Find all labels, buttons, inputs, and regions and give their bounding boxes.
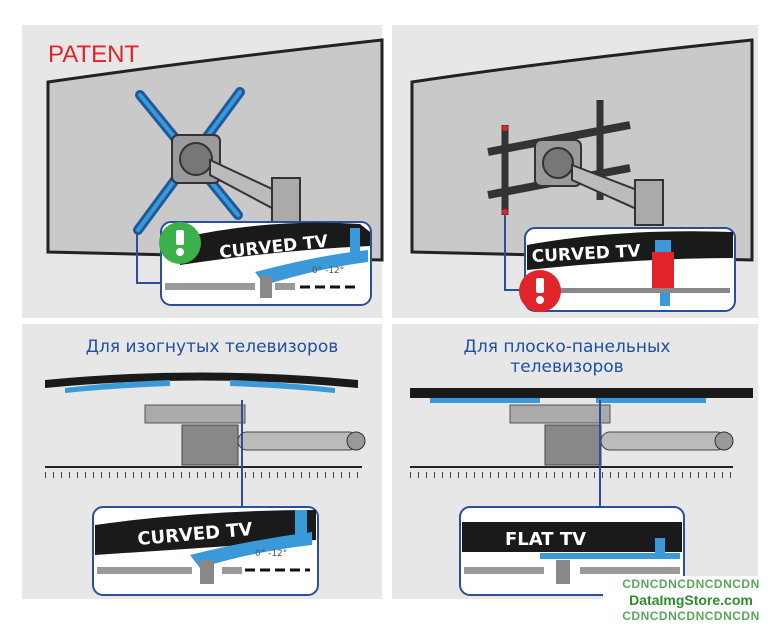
banner-text: FLAT TV bbox=[505, 529, 586, 550]
watermark-line1: CDNCDNCDNCDNCDN bbox=[622, 577, 760, 591]
callout-flat: FLAT TV bbox=[459, 506, 685, 596]
watermark-line2: DataImgStore.com bbox=[629, 592, 753, 608]
flat-bracket bbox=[487, 100, 664, 226]
angle-label: 0° -12° bbox=[255, 549, 287, 559]
caption-flat-line2: телевизоров bbox=[510, 357, 623, 377]
caption-curved: Для изогнутых телевизоров bbox=[86, 337, 339, 357]
callout-curved-warning: CURVED TV bbox=[519, 227, 736, 312]
wall-mount-plate bbox=[171, 134, 301, 223]
callout-leader bbox=[136, 232, 162, 284]
callout-leader bbox=[504, 215, 525, 291]
callout-curved-bottom: CURVED TV 0° -12° bbox=[92, 506, 319, 596]
angle-label: 0° -12° bbox=[312, 266, 344, 276]
callout-curved-ok: CURVED TV 0° -12° bbox=[159, 221, 372, 306]
flat-tv-side-view bbox=[410, 388, 753, 478]
caption-flat-line1: Для плоско-панельных bbox=[464, 337, 671, 357]
watermark-line3: CDNCDNCDNCDNCDN bbox=[622, 609, 760, 623]
watermark: CDNCDNCDNCDNCDN DataImgStore.com CDNCDNC… bbox=[603, 576, 779, 640]
curved-tv-side-view bbox=[45, 372, 366, 478]
patent-label: PATENT bbox=[48, 41, 139, 68]
